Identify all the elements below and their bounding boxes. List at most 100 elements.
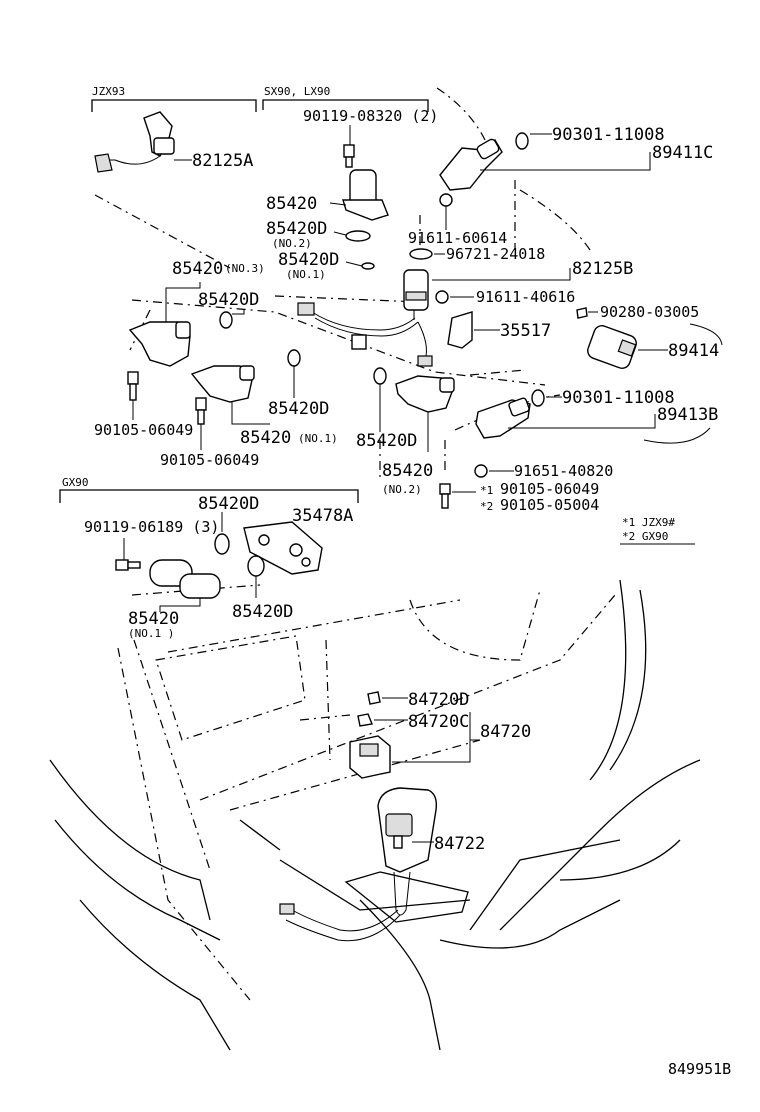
label-90105-06049-a: 90105-06049 <box>94 421 193 439</box>
solenoid-85420-no2 <box>395 375 455 413</box>
clip-90280-03005 <box>576 307 588 319</box>
lever-wire-harness <box>279 903 401 942</box>
label-no1-suffix: (NO.1) <box>298 432 338 445</box>
label-85420D-gx-top: 85420D <box>198 494 259 514</box>
label-89411C: 89411C <box>652 143 713 163</box>
label-85420-no1-mid: 85420 <box>240 428 291 448</box>
leader-90280-arc <box>689 323 723 346</box>
leader-85420D-no1 <box>345 261 363 267</box>
label-85420D-center: 85420D <box>356 431 417 451</box>
label-85420-top: 85420 <box>266 194 317 214</box>
label-89414: 89414 <box>668 341 719 361</box>
gasket-35478A <box>243 521 323 575</box>
label-85420-no3: 85420 <box>172 259 223 279</box>
label-90301-11008-mid: 90301-11008 <box>562 388 675 408</box>
switch-84720 <box>349 735 391 779</box>
solenoid-85420-no1-mid <box>190 365 255 403</box>
phantom-lines <box>94 87 591 596</box>
o-ring-90301-top <box>515 132 529 150</box>
solenoid-85420-no3 <box>128 321 191 367</box>
label-90119-08320: 90119-08320 (2) <box>303 107 438 125</box>
leader-85420-gx <box>159 598 201 612</box>
o-ring-85420D-gx-bottom <box>247 555 265 577</box>
leader-85420-no1-mid <box>231 402 270 425</box>
label-no1-small: (NO.1) <box>286 268 326 281</box>
nut-91651-40820 <box>474 464 488 478</box>
solenoid-85420-gx <box>149 559 221 599</box>
label-82125A: 82125A <box>192 151 253 171</box>
shift-knob-84722 <box>377 787 438 916</box>
o-ring-85420D-no1 <box>361 262 375 270</box>
label-84720C: 84720C <box>408 712 469 732</box>
label-no3-suffix: (NO.3) <box>225 262 265 275</box>
label-91611-40616: 91611-40616 <box>476 288 575 306</box>
label-85420D-left: 85420D <box>198 290 259 310</box>
label-84722: 84722 <box>434 834 485 854</box>
group-label-sx90-lx90: SX90, LX90 <box>264 85 330 98</box>
label-84720: 84720 <box>480 722 531 742</box>
label-91611-60614: 91611-60614 <box>408 229 507 247</box>
label-82125B: 82125B <box>572 259 633 279</box>
leader-85420D-left <box>232 310 245 315</box>
group-brackets <box>59 99 429 503</box>
screw-84720D <box>367 691 381 705</box>
label-90301-11008-top: 90301-11008 <box>552 125 665 145</box>
label-91651-40820: 91651-40820 <box>514 462 613 480</box>
screw-84720C <box>357 713 373 727</box>
label-85420-gx: 85420 <box>128 609 179 629</box>
bolt-90119-06189 <box>115 559 141 571</box>
label-35478A: 35478A <box>292 506 353 526</box>
label-90105-05004: 90105-05004 <box>500 496 599 514</box>
leader-84720 <box>392 712 480 763</box>
label-85420D-no1: 85420D <box>278 250 339 270</box>
nut-91611-40616 <box>435 290 449 304</box>
note-star1-jzx9: *1 JZX9# <box>622 516 675 529</box>
figure-number: 849951B <box>668 1060 731 1078</box>
label-no2-small: (NO.2) <box>272 237 312 250</box>
sensor-82125B <box>403 269 429 320</box>
o-ring-85420D-mid <box>287 349 301 367</box>
solenoid-85420-top <box>342 169 389 221</box>
bolt-90105-star <box>439 483 451 509</box>
bolt-90119-08320 <box>343 144 355 168</box>
o-ring-85420D-left <box>219 311 233 329</box>
label-85420-no2: 85420 <box>382 461 433 481</box>
label-84720D: 84720D <box>408 690 469 710</box>
o-ring-96721-24018 <box>409 248 433 260</box>
group-label-gx90: GX90 <box>62 476 89 489</box>
label-89413B: 89413B <box>657 405 718 425</box>
label-90105-06049-b: 90105-06049 <box>160 451 259 469</box>
o-ring-85420D-center <box>373 367 387 385</box>
label-85420D-gx-bottom: 85420D <box>232 602 293 622</box>
leader-89413B <box>508 414 656 429</box>
o-ring-90301-mid <box>531 389 545 407</box>
leader-85420-no3 <box>165 282 201 322</box>
relay-89414 <box>587 325 637 369</box>
label-no1-gx: (NO.1 ) <box>128 627 174 640</box>
note-star2-gx90: *2 GX90 <box>622 530 668 543</box>
label-90280-03005: 90280-03005 <box>600 303 699 321</box>
sensor-82125A <box>94 111 175 173</box>
leader-85420D-no2 <box>333 231 347 236</box>
label-90119-06189: 90119-06189 (3) <box>84 518 219 536</box>
leader-89411C <box>480 152 651 171</box>
bolt-90105-06049-b <box>195 397 207 425</box>
leader-85420-top <box>329 202 347 206</box>
label-no2-paren: (NO.2) <box>382 483 422 496</box>
nut-91611-60614 <box>439 193 453 207</box>
label-90105-06049-star: 90105-06049 <box>500 480 599 498</box>
speed-sensor-89413B <box>475 397 531 439</box>
label-85420D-no2: 85420D <box>266 219 327 239</box>
leader-89413B-arc <box>643 427 711 444</box>
label-96721-24018: 96721-24018 <box>446 245 545 263</box>
label-35517: 35517 <box>500 321 551 341</box>
bolt-90105-06049-a <box>127 371 139 401</box>
bracket-35517 <box>447 311 473 349</box>
group-label-jzx93: JZX93 <box>92 85 125 98</box>
speed-sensor-89411C <box>439 138 503 191</box>
o-ring-85420D-no2 <box>345 230 371 242</box>
console-body <box>49 579 701 1051</box>
label-star1: *1 <box>480 484 493 497</box>
o-ring-85420D-gx-top <box>214 533 230 555</box>
